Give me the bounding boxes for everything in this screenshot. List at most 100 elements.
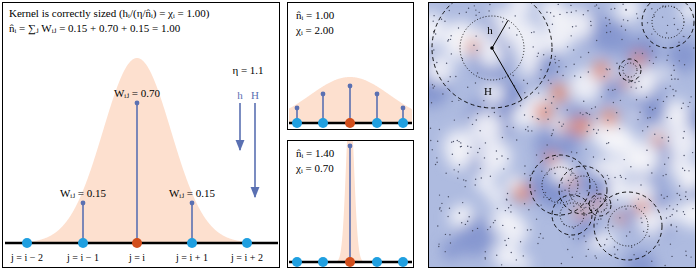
particle — [318, 257, 328, 267]
particle-dot — [539, 78, 540, 79]
particle-dot — [448, 196, 449, 197]
h-label: h — [237, 89, 243, 101]
particle-dot — [557, 156, 558, 157]
particle-dot — [621, 177, 622, 178]
particle-dot — [541, 171, 542, 172]
particle-dot — [604, 244, 605, 245]
particle-dot — [580, 77, 581, 78]
weight-label: Wᵢⱼ = 0.70 — [114, 87, 160, 99]
particle-dot — [681, 108, 682, 109]
particle-dot — [619, 128, 620, 129]
particle-dot — [574, 75, 575, 76]
particle-dot — [545, 192, 546, 193]
kernel-curve — [289, 77, 412, 123]
particle-dot — [496, 158, 497, 159]
particle-dot — [596, 40, 597, 41]
particle-dot — [666, 32, 667, 33]
dense-region — [623, 36, 658, 71]
sparse-region — [539, 3, 565, 24]
particle-dot — [596, 4, 597, 5]
particle-dot — [635, 52, 636, 53]
h-circle — [608, 206, 648, 246]
particle-dot — [549, 168, 550, 169]
particle-dot — [573, 238, 574, 239]
particle-dot — [620, 175, 621, 176]
particle-dot — [501, 264, 502, 265]
particle-dot — [588, 52, 589, 53]
particle-dot — [472, 124, 473, 125]
particle-dot — [458, 27, 459, 28]
particle-dot — [565, 66, 566, 67]
panel: n̂ᵢ = 1.00χᵢ = 2.00 — [287, 2, 414, 130]
particle-dot — [637, 17, 638, 18]
sparse-region — [660, 68, 671, 79]
particle-dot — [494, 112, 495, 113]
particle-dot — [663, 198, 664, 199]
sparse-region — [680, 3, 695, 21]
particle-dot — [647, 22, 648, 23]
particle-dot — [439, 129, 440, 130]
particle-dot — [508, 238, 509, 239]
particle — [22, 238, 32, 248]
particle-dot — [450, 76, 451, 77]
particle-dot — [467, 146, 468, 147]
particle-dot — [683, 211, 684, 212]
particle-dot — [675, 90, 676, 91]
particle-dot — [646, 251, 647, 252]
h-circle — [560, 203, 584, 227]
panel: Kernel is correctly sized (hᵢ/(η/n̂ᵢ) = … — [2, 2, 280, 268]
particle-dot — [442, 93, 443, 94]
particle-dot — [524, 173, 525, 174]
particle-dot — [672, 89, 673, 90]
particle-dot — [538, 119, 539, 120]
particle-dot — [668, 157, 669, 158]
particle-dot — [583, 207, 584, 208]
particle-dot — [558, 122, 559, 123]
particle-dot — [431, 102, 432, 103]
h-circle — [542, 167, 578, 203]
particle-dot — [625, 9, 626, 10]
particle-dot — [468, 216, 469, 217]
stem-dot — [375, 92, 380, 97]
kernel-plot — [5, 58, 278, 248]
particle-dot — [436, 161, 437, 162]
particle-dot — [673, 95, 674, 96]
particle-dot — [516, 34, 517, 35]
particle-dot — [668, 140, 669, 141]
sparse-region — [500, 216, 529, 245]
particle-dot — [593, 156, 594, 157]
hot-region — [550, 83, 569, 102]
particle-dot — [484, 157, 485, 158]
particle-dot — [569, 236, 570, 237]
particle-dot — [516, 139, 517, 140]
particle-dot — [433, 15, 434, 16]
particle-dot — [651, 260, 652, 261]
hot-region — [615, 213, 626, 224]
particle-dot — [649, 117, 650, 118]
particle-dot — [570, 5, 571, 6]
particle-dot — [572, 26, 573, 27]
particle-dot — [513, 127, 514, 128]
hot-region — [571, 116, 591, 136]
h-radius — [492, 20, 508, 48]
particle-dot — [556, 108, 557, 109]
particle-dot — [669, 216, 670, 217]
particle-dot — [692, 152, 693, 153]
particle-dot — [554, 58, 555, 59]
particle-dot — [441, 203, 442, 204]
particle-dot — [506, 199, 507, 200]
particle-dot — [460, 146, 461, 147]
sparse-region — [483, 83, 504, 104]
particle-dot — [553, 129, 554, 130]
particle-dot — [667, 55, 668, 56]
particle-dot — [462, 202, 463, 203]
panel-value: χᵢ = 2.00 — [296, 24, 334, 37]
stem-dot — [295, 106, 300, 111]
particle-dot — [687, 199, 688, 200]
particle-dot — [433, 49, 434, 50]
particle-dot — [679, 195, 680, 196]
particle-dot — [536, 218, 537, 219]
particle-dot — [628, 82, 629, 83]
particle-dot — [479, 148, 480, 149]
